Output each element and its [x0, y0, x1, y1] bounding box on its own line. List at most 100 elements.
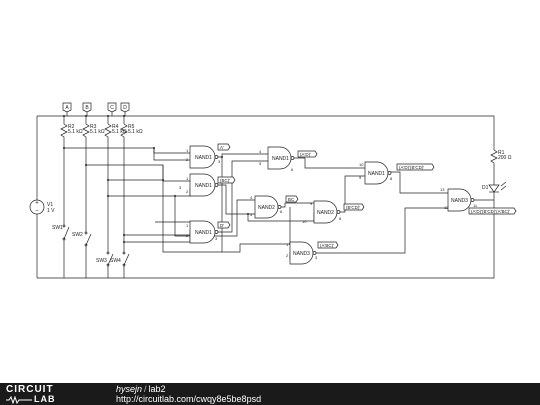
svg-text:NAND1: NAND1 [368, 171, 385, 177]
svg-text:NAND1: NAND1 [195, 155, 212, 161]
svg-text:(A'BC)': (A'BC)' [320, 243, 334, 248]
author-link[interactable]: hysejn [116, 384, 143, 394]
svg-text:2: 2 [186, 189, 189, 194]
svg-text:4: 4 [250, 195, 253, 200]
brand-bottom: LAB [34, 394, 56, 404]
svg-text:R5: R5 [128, 124, 135, 130]
svg-text:6: 6 [291, 167, 294, 172]
svg-text:2: 2 [286, 253, 289, 258]
resistor-r1[interactable]: R1 200 Ω [490, 148, 512, 172]
svg-text:12: 12 [444, 205, 449, 210]
input-label-d[interactable]: D [120, 102, 130, 113]
footer-bar: CIRCUIT LAB hysejn/lab2 http://circuitla… [0, 383, 540, 405]
nand-gate-5[interactable]: NAND2 4 5 6 [250, 195, 283, 219]
nand-gate-3[interactable]: NAND1 1 2 3 [186, 220, 219, 244]
output-label-6[interactable]: (B'CD)' [343, 203, 365, 211]
svg-text:(A'D)': (A'D)' [300, 152, 311, 157]
junctions [63, 115, 291, 245]
svg-text:−: − [35, 209, 39, 215]
svg-text:R3: R3 [90, 124, 97, 130]
switch-sw1[interactable]: SW1 [52, 224, 70, 241]
title-separator: / [144, 384, 147, 394]
svg-text:D': D' [220, 223, 224, 228]
svg-text:A: A [65, 105, 69, 111]
svg-text:D: D [123, 105, 127, 111]
svg-text:D1: D1 [482, 185, 489, 191]
nand-gate-1[interactable]: NAND1 1 2 3 [186, 145, 221, 169]
resistor-r3[interactable]: R3 5.1 kΩ [82, 122, 105, 138]
svg-text:200 Ω: 200 Ω [498, 155, 512, 161]
svg-text:NAND3: NAND3 [451, 198, 468, 204]
svg-text:2: 2 [186, 157, 189, 162]
source-name: V1 [47, 202, 53, 208]
svg-text:8: 8 [390, 176, 393, 181]
output-label-2[interactable]: (BC)' [217, 176, 236, 184]
circuit-url[interactable]: http://circuitlab.com/cwqy8e5be8psd [116, 394, 262, 404]
svg-text:NAND1: NAND1 [195, 183, 212, 189]
switch-sw4[interactable]: SW4 [110, 251, 130, 267]
svg-text:SW4: SW4 [110, 258, 121, 264]
svg-text:5.1 kΩ: 5.1 kΩ [68, 129, 83, 135]
circuitlab-logo[interactable]: CIRCUIT LAB [6, 384, 94, 404]
brand-top: CIRCUIT [6, 384, 54, 395]
svg-text:1: 1 [186, 223, 189, 228]
led-d1[interactable]: D1 [482, 172, 507, 196]
nand-gate-6[interactable]: NAND2 9 10 8 [302, 200, 342, 224]
svg-text:+: + [35, 201, 39, 207]
svg-text:C: C [110, 105, 114, 111]
svg-text:5.1 kΩ: 5.1 kΩ [112, 129, 127, 135]
svg-text:5: 5 [259, 161, 262, 166]
circuit-title: hysejn/lab2 [116, 384, 166, 394]
svg-text:(BC)': (BC)' [220, 178, 230, 183]
output-label-8[interactable]: (A'D)'(B'CD)' [396, 163, 435, 171]
svg-text:3: 3 [218, 159, 221, 164]
svg-text:NAND2: NAND2 [317, 210, 334, 216]
svg-text:BC: BC [288, 197, 295, 202]
wave-icon [6, 396, 32, 404]
circuit-name[interactable]: lab2 [148, 384, 166, 394]
svg-text:B: B [85, 105, 89, 111]
svg-text:3: 3 [215, 236, 218, 241]
svg-text:4: 4 [259, 149, 262, 154]
output-label-1[interactable]: A' [217, 143, 231, 151]
output-label-7[interactable]: (A'BC)' [317, 241, 339, 249]
nand-gate-8[interactable]: NAND1 10 9 8 [359, 161, 393, 185]
output-label-4[interactable]: (A'D)' [297, 150, 318, 158]
input-label-a[interactable]: A [62, 102, 72, 113]
output-label-3[interactable]: D' [217, 221, 231, 229]
svg-text:1: 1 [186, 176, 189, 181]
nand-gate-2[interactable]: NAND1 3 1 2 [179, 173, 219, 197]
svg-text:NAND2: NAND2 [258, 205, 275, 211]
nand-gate-9[interactable]: NAND3 13 12 11 [440, 187, 478, 212]
svg-text:(A'D)'(B'CD)'(A'BC)': (A'D)'(B'CD)'(A'BC)' [471, 209, 510, 214]
svg-text:1: 1 [286, 242, 289, 247]
svg-text:8: 8 [339, 216, 342, 221]
svg-text:R2: R2 [68, 124, 75, 130]
svg-text:NAND1: NAND1 [195, 230, 212, 236]
nand-gate-7[interactable]: NAND3 1 2 3 [286, 241, 318, 265]
svg-text:9: 9 [359, 175, 362, 180]
svg-text:13: 13 [440, 187, 445, 192]
svg-text:5: 5 [250, 212, 253, 217]
svg-text:11: 11 [473, 203, 478, 208]
switch-sw2[interactable]: SW2 [72, 231, 92, 247]
svg-text:A': A' [220, 145, 224, 150]
resistor-r4[interactable]: R4 5.1 kΩ [104, 122, 127, 138]
voltage-source-v1[interactable]: + − V1 1 V [29, 199, 55, 215]
output-label-5[interactable]: BC [285, 195, 299, 203]
svg-text:R1: R1 [498, 150, 505, 156]
svg-text:10: 10 [302, 219, 307, 224]
nand-gate-4[interactable]: NAND1 4 5 6 [259, 146, 295, 172]
source-value: 1 V [47, 208, 55, 214]
output-label-9[interactable]: (A'D)'(B'CD)'(A'BC)' [468, 207, 517, 215]
resistor-r5[interactable]: R5 5.1 kΩ [120, 122, 143, 138]
svg-text:1: 1 [186, 148, 189, 153]
input-label-b[interactable]: B [82, 102, 92, 113]
svg-text:SW1: SW1 [52, 225, 63, 231]
svg-text:NAND3: NAND3 [293, 251, 310, 257]
input-label-c[interactable]: C [107, 102, 117, 113]
svg-text:NAND1: NAND1 [272, 156, 289, 162]
svg-text:3: 3 [179, 185, 182, 190]
resistor-r2[interactable]: R2 5.1 kΩ [60, 122, 83, 138]
switch-sw3[interactable]: SW3 [96, 251, 114, 267]
